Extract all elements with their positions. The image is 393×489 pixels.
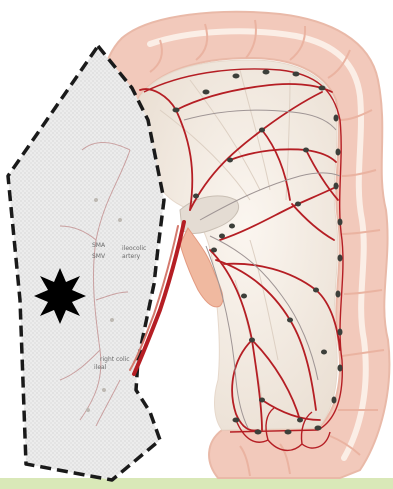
resection-boundary xyxy=(8,46,164,480)
label-artery: artery xyxy=(122,253,140,260)
label-sma: SMA xyxy=(92,242,105,249)
label-ileal: ileal xyxy=(94,364,106,371)
bottom-band xyxy=(0,478,393,489)
label-ileocolic: ileocolic xyxy=(122,245,146,252)
label-smv: SMV xyxy=(92,253,105,260)
mesentery xyxy=(135,60,338,430)
label-right-colic: right colic xyxy=(100,356,130,363)
